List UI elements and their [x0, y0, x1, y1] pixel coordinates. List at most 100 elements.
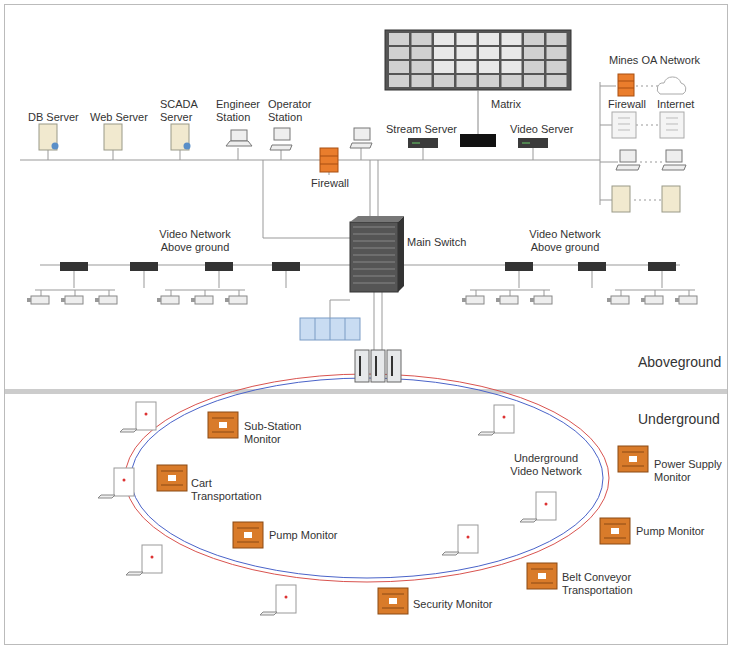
wall-screen	[547, 75, 567, 87]
cabinet-lamp	[285, 596, 288, 599]
device-label: Matrix	[491, 98, 521, 111]
monitor-cabinet	[527, 563, 557, 589]
nvr-icon	[505, 262, 533, 271]
network-label: Video Network Above ground	[518, 228, 612, 254]
wall-screen	[502, 33, 522, 45]
wall-screen	[524, 61, 544, 73]
device-label: Operator Station	[268, 98, 318, 124]
device-node: Security Monitor	[413, 598, 492, 611]
device-node: Main Switch	[407, 236, 466, 249]
camera-lens	[607, 298, 611, 302]
wall-screen	[524, 47, 544, 59]
device-node: Firewall	[311, 177, 349, 190]
wall-screen	[457, 47, 477, 59]
wall-screen	[457, 33, 477, 45]
camera-icon	[520, 519, 537, 522]
internet-cloud	[657, 77, 686, 94]
device-node: Power Supply Monitor	[654, 458, 724, 484]
device-label: Pump Monitor	[269, 529, 337, 542]
camera-lens	[641, 298, 645, 302]
cabinet-detail	[622, 452, 644, 466]
rack-slot	[353, 248, 395, 249]
device-label: Power Supply Monitor	[654, 458, 724, 484]
wall-screen	[502, 47, 522, 59]
wall-screen	[434, 75, 454, 87]
monitor-cabinet	[618, 446, 648, 472]
rack-slot	[353, 255, 395, 256]
camera-icon	[126, 572, 143, 575]
cabinet-lamp	[467, 536, 470, 539]
cabinet-lamp	[545, 503, 548, 506]
monitor-cabinet	[157, 465, 187, 491]
ground-separator	[5, 389, 727, 394]
wall-screen	[434, 33, 454, 45]
device-label: Belt Conveyor Transportation	[562, 571, 652, 597]
camera-icon	[679, 296, 697, 304]
camera-lens	[27, 298, 31, 302]
camera-wire	[205, 290, 206, 296]
device-node: Operator Station	[268, 98, 318, 124]
wall-screen	[389, 33, 409, 45]
device-node: Video Server	[510, 123, 573, 136]
cabinet-detail	[382, 594, 404, 608]
camera-lens	[462, 298, 466, 302]
wall-screen	[434, 61, 454, 73]
camera-icon	[500, 296, 518, 304]
wall-screen	[457, 61, 477, 73]
wall-screen	[457, 75, 477, 87]
camera-icon	[99, 296, 117, 304]
camera-wire	[544, 290, 545, 296]
video-cabinet	[136, 402, 156, 430]
nvr-wire	[592, 271, 593, 288]
wall-screen	[479, 33, 499, 45]
rack-slot	[353, 241, 395, 242]
wall-screen	[479, 61, 499, 73]
camera-wire	[655, 290, 656, 296]
wall-screen	[502, 61, 522, 73]
camera-wire	[171, 290, 172, 296]
nvr-wire	[519, 271, 520, 288]
device-label: Web Server	[90, 111, 148, 124]
nvr-icon	[60, 262, 88, 271]
nvr-icon	[578, 262, 606, 271]
video-cabinet	[536, 492, 556, 520]
cabinet-lamp	[145, 413, 148, 416]
device-label: SCADA Server	[160, 98, 206, 124]
camera-icon	[466, 296, 484, 304]
nvr-wire	[286, 271, 287, 288]
monitor-cabinet	[233, 522, 263, 548]
device-label: Firewall	[608, 98, 646, 111]
cabinet-window	[629, 456, 637, 462]
rack-slot	[353, 283, 395, 284]
camera-lens	[675, 298, 679, 302]
video-cabinet	[142, 545, 162, 573]
wall-screen	[412, 75, 432, 87]
device-node: Matrix	[491, 98, 521, 111]
video-cabinet	[276, 585, 296, 613]
nvr-wire	[219, 271, 220, 288]
camera-lens	[61, 298, 65, 302]
monitor-cabinet	[600, 518, 630, 544]
camera-lens	[95, 298, 99, 302]
device-node: Web Server	[90, 111, 148, 124]
camera-wire	[510, 290, 511, 296]
control-panel	[300, 318, 360, 340]
camera-icon	[260, 612, 277, 615]
device-label: Cart Transportation	[191, 477, 273, 503]
cabinet-lamp	[151, 556, 154, 559]
wall-screen	[389, 75, 409, 87]
camera-lens	[496, 298, 500, 302]
camera-wire	[239, 290, 240, 296]
cabinet-window	[611, 528, 619, 534]
device-node: Firewall	[608, 98, 646, 111]
db-marks	[52, 143, 191, 150]
wall-screen	[434, 47, 454, 59]
nvr-icon	[648, 262, 676, 271]
camera-icon	[120, 429, 137, 432]
camera-icon	[645, 296, 663, 304]
camera-icon	[65, 296, 83, 304]
cabinet-detail	[161, 471, 183, 485]
wall-screen	[502, 75, 522, 87]
nvr-icon	[272, 262, 300, 271]
